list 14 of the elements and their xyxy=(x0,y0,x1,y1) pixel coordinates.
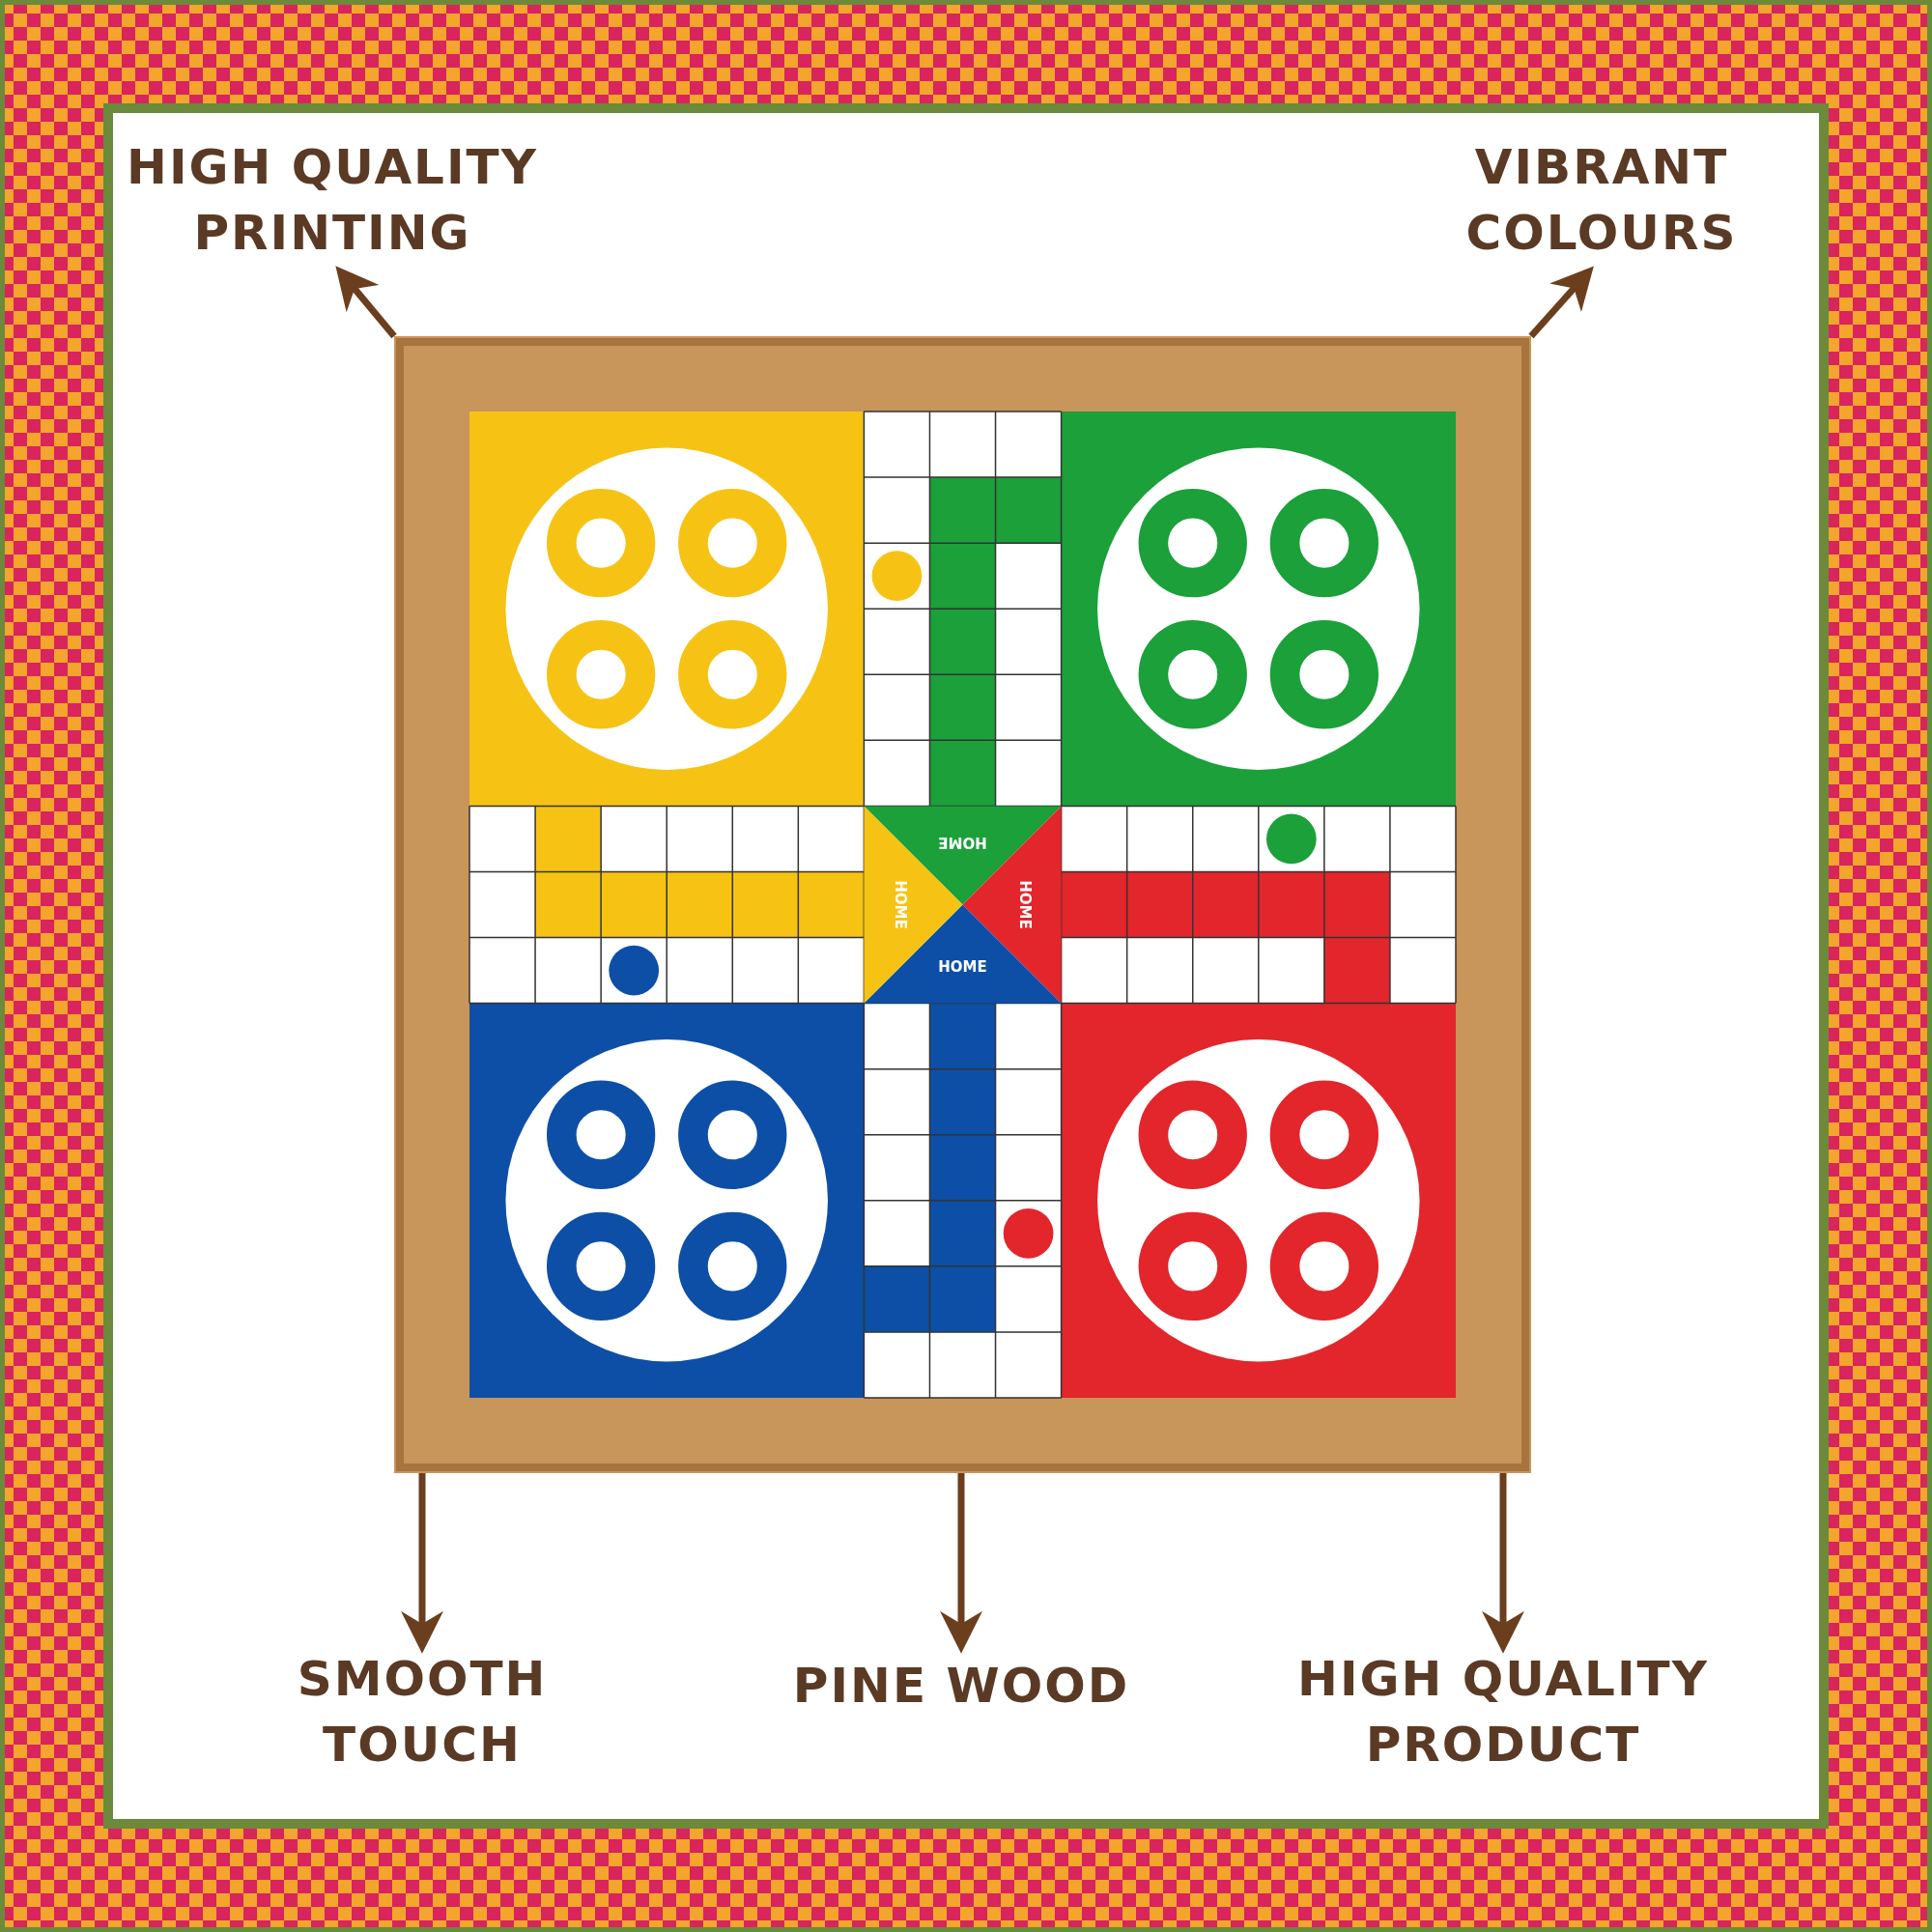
arrow xyxy=(335,266,397,339)
arrow xyxy=(940,1473,982,1654)
feature-label: HIGH QUALITY PRINTING xyxy=(120,135,545,270)
arrow xyxy=(1482,1473,1524,1654)
arrow xyxy=(1528,266,1594,339)
feature-label: SMOOTH TOUCH xyxy=(268,1647,577,1782)
feature-label: VIBRANT COLOURS xyxy=(1389,135,1814,270)
arrow xyxy=(401,1473,443,1654)
feature-label: HIGH QUALITY PRODUCT xyxy=(1291,1647,1716,1782)
home-label: HOME xyxy=(1016,880,1035,929)
home-label: HOME xyxy=(891,880,909,929)
home-label: HOME xyxy=(938,833,987,851)
feature-label: PINE WOOD xyxy=(720,1654,1203,1721)
home-label: HOME xyxy=(938,958,987,977)
